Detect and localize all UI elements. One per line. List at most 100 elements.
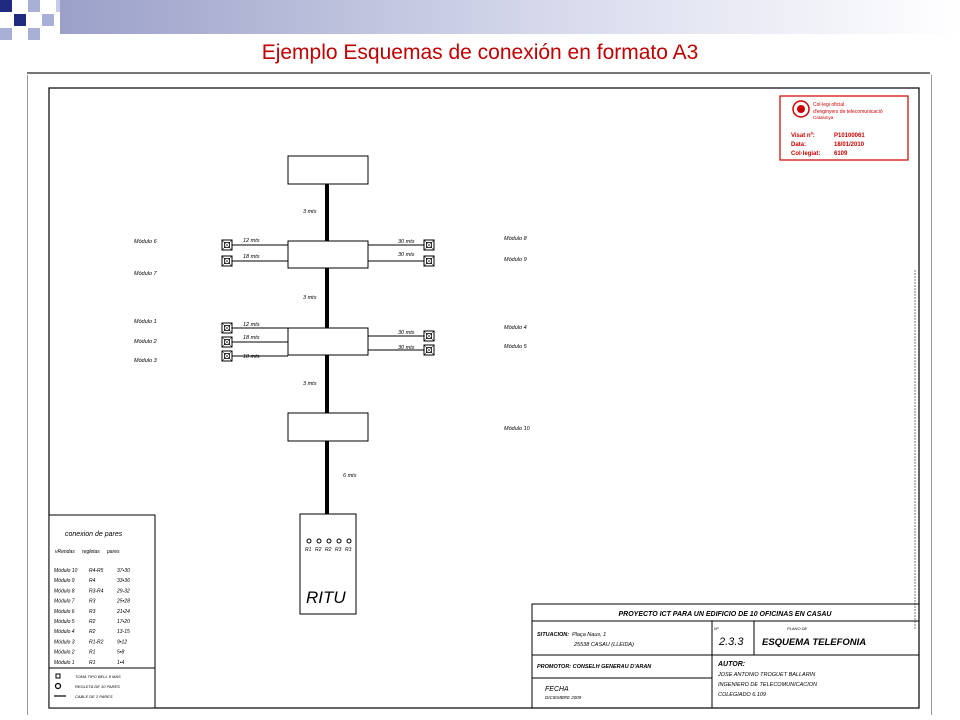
legend-cell: Módulo 8 <box>54 588 75 594</box>
registro-floor2 <box>287 327 369 356</box>
stamp-org-line2: d'enginyers de telecomunicació <box>813 109 883 115</box>
regleta-icon <box>54 682 62 690</box>
fecha-value: DICIEMBRE 2009 <box>545 695 582 700</box>
nplano-value: 2.3.3 <box>718 636 744 648</box>
registro-top <box>287 155 369 185</box>
floor2-branches <box>232 327 424 357</box>
line-label: 30 mts <box>398 239 415 245</box>
legend-title: conexion de pares <box>65 531 123 538</box>
regleta-label: R2 <box>325 547 332 553</box>
socket-icon <box>221 239 233 251</box>
legend-cell: Módulo 9 <box>54 578 75 584</box>
socket-icon <box>221 255 233 267</box>
legend-cell: R4 <box>89 578 96 584</box>
regleta-label: R3 <box>335 547 342 553</box>
riser-label-1: 3 mts <box>303 209 317 215</box>
situacion-line2: 25538 CASAU (LLEIDA) <box>573 642 634 648</box>
socket-icon <box>221 350 233 362</box>
legend-cell: 13-15 <box>117 629 130 635</box>
legend-cell: R3 <box>89 599 96 605</box>
socket-icon <box>423 344 435 356</box>
legend-cell: R1 <box>89 650 96 656</box>
visado-stamp: Col·legi oficial d'enginyers de telecomu… <box>779 95 909 161</box>
line-label: 30 mts <box>398 252 415 258</box>
legend-header: vRendas <box>55 549 75 555</box>
plano-value: ESQUEMA TELEFONIA <box>762 637 866 648</box>
legend-symbol-label: REGLETA DE 10 PARES <box>75 684 120 689</box>
college-seal-icon <box>792 100 810 118</box>
legend-cell: Módulo 6 <box>54 609 75 615</box>
legend-cell: 9•12 <box>117 639 127 645</box>
module-label: Módulo 9 <box>504 257 527 263</box>
socket-icon <box>221 336 233 348</box>
module-label: Módulo 4 <box>504 325 527 331</box>
socket-icon <box>423 239 435 251</box>
stamp-org-line3: Catalunya <box>813 115 834 120</box>
situacion-line1: Plaça Naus, 1 <box>572 632 606 638</box>
project-title: PROYECTO ICT PARA UN EDIFICIO DE 10 OFIC… <box>618 611 832 618</box>
regleta-icon <box>346 538 352 544</box>
legend-cell: 25•28 <box>116 599 130 605</box>
legend-cell: Módulo 1 <box>54 660 75 666</box>
legend-symbol-label: TOMA TIPO BELL 8 MAS <box>75 674 121 679</box>
legend-cell: Módulo 2 <box>54 650 75 656</box>
line-label: 18 mts <box>243 335 260 341</box>
regleta-icon <box>306 538 312 544</box>
legend-cell: R4-R5 <box>89 568 104 574</box>
fecha-label: FECHA <box>545 686 569 693</box>
legend-cell: R1 <box>89 660 96 666</box>
regleta-label: R1 <box>305 547 312 553</box>
nplano-label: Nº <box>714 626 719 631</box>
stamp-col-value: 6109 <box>834 151 848 157</box>
drawing-sheet <box>27 75 932 715</box>
slide-title: Ejemplo Esquemas de conexión en formato … <box>261 41 699 64</box>
drawing-frame <box>48 87 920 709</box>
situacion-label: SITUACION: <box>537 632 569 638</box>
module-label: Módulo 1 <box>134 319 157 325</box>
legend-header: regletas <box>82 549 100 555</box>
legend-header: pares <box>106 549 120 555</box>
legend-cell: R3-R4 <box>89 588 104 594</box>
legend-cell: 37•30 <box>117 568 130 574</box>
legend-cell: 5•8 <box>117 650 125 656</box>
regleta-icon <box>336 538 342 544</box>
stamp-org-line1: Col·legi oficial <box>813 102 844 108</box>
regletas <box>306 538 352 544</box>
legend-cell: R2 <box>89 629 96 635</box>
title-block <box>531 603 920 709</box>
riser-label-3: 3 mts <box>303 381 317 387</box>
legend-cell: 1•4 <box>117 660 125 666</box>
legend-table: conexion de pares vRendas regletas pares <box>48 514 156 709</box>
slide-header-bar <box>60 0 960 34</box>
legend-cell: Módulo 5 <box>54 619 75 625</box>
legend-cell: Módulo 10 <box>54 568 78 574</box>
module-label: Módulo 6 <box>134 239 158 245</box>
legend-cell: 29-32 <box>116 588 130 594</box>
legend-cell: R3 <box>89 609 96 615</box>
registro-floor3 <box>287 412 369 442</box>
socket-icon <box>423 255 435 267</box>
toma-icon <box>55 673 61 679</box>
legend-cell: R1-R2 <box>89 639 104 645</box>
registro-floor1 <box>287 240 369 269</box>
line-label: 18 mts <box>243 354 260 360</box>
plano-label: PLANO DE <box>787 626 808 631</box>
regleta-label: R2 <box>315 547 322 553</box>
regleta-icon <box>326 538 332 544</box>
legend-cell: 21•24 <box>116 609 130 615</box>
legend-symbols: TOMA TIPO BELL 8 MAS REGLETA DE 10 PARES… <box>54 673 121 699</box>
floor1-branches <box>232 244 424 262</box>
module-label: Módulo 7 <box>134 271 158 277</box>
socket-icon <box>423 330 435 342</box>
ritu-label: RITU <box>306 588 346 607</box>
legend-cell: Módulo 3 <box>54 639 75 645</box>
legend-cell: Módulo 4 <box>54 629 75 635</box>
stamp-data-value: 18/01/2010 <box>834 142 865 148</box>
module-label: Módulo 10 <box>504 426 531 432</box>
module-label: Módulo 3 <box>134 358 158 364</box>
socket-icon <box>221 322 233 334</box>
line-label: 12 mts <box>243 238 260 244</box>
autor-col: COLEGIADO 6.109 <box>718 692 766 698</box>
riser-label-4: 6 mts <box>343 473 357 479</box>
